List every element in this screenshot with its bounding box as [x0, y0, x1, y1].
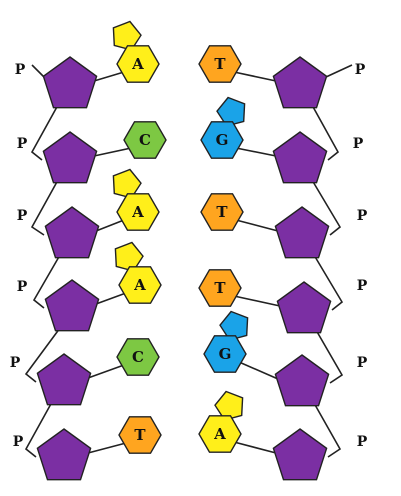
- left-base-label-6: T: [134, 426, 146, 444]
- sugar-base-link: [95, 219, 125, 232]
- guanine-pentagon-ring: [216, 96, 246, 127]
- sugar-base-link: [235, 219, 279, 232]
- right-base-label-1: T: [214, 55, 226, 73]
- left-sugar-pentagon: [44, 279, 100, 332]
- left-base-label-2: C: [139, 131, 151, 149]
- right-base-label-6: A: [213, 425, 226, 443]
- right-sugar-pentagon: [272, 428, 328, 481]
- thymine-hexagon: [198, 45, 242, 83]
- right-phosphate-label: P: [357, 355, 368, 371]
- guanine-pentagon-ring: [219, 310, 249, 341]
- right-base-label-5: G: [219, 345, 232, 363]
- adenine-pentagon-ring: [114, 241, 144, 272]
- adenine-hexagon: [198, 415, 242, 453]
- right-sugar-pentagon: [272, 131, 328, 184]
- left-sugar-pentagon: [44, 206, 100, 259]
- left-sugar-pentagon: [42, 131, 98, 184]
- left-phosphate-label: P: [17, 279, 28, 295]
- right-backbone-bond: [313, 254, 344, 311]
- left-backbone-bond: [30, 104, 59, 161]
- sugar-base-link: [93, 71, 125, 82]
- right-sugar-pentagon: [274, 354, 330, 407]
- left-base-label-1: A: [131, 55, 144, 73]
- left-phosphate-label: P: [13, 434, 24, 450]
- right-backbone-bond: [315, 329, 344, 384]
- adenine-pentagon-ring: [112, 168, 142, 199]
- right-phosphate-label: P: [355, 62, 366, 78]
- right-phosphate-label: P: [353, 136, 364, 152]
- sugar-base-link: [233, 441, 277, 454]
- left-sugar-pentagon: [36, 353, 92, 406]
- adenine-hexagon: [118, 266, 162, 304]
- right-sugar-pentagon: [274, 206, 330, 259]
- sugar-base-link: [95, 292, 127, 305]
- cytosine-hexagon: [116, 338, 160, 376]
- right-backbone-bond: [311, 104, 340, 161]
- left-phosphate-label: P: [10, 355, 21, 371]
- labels: A T P P C G P P A T P P A T P P C G P P T A P P: [10, 55, 368, 450]
- nucleotides: [36, 20, 332, 481]
- backbone-bonds: [24, 64, 353, 458]
- left-phosphate-label: P: [15, 62, 26, 78]
- left-top-stub: [31, 64, 45, 78]
- left-sugar-pentagon: [42, 56, 98, 109]
- guanine-hexagon: [203, 335, 247, 373]
- thymine-hexagon: [198, 269, 242, 307]
- sugar-base-link: [93, 147, 132, 157]
- left-backbone-bond: [24, 401, 53, 458]
- left-sugar-pentagon: [36, 428, 92, 481]
- left-base-label-3: A: [131, 203, 144, 221]
- sugar-base-link: [238, 361, 279, 380]
- right-phosphate-label: P: [357, 208, 368, 224]
- left-base-label-4: A: [133, 276, 146, 294]
- adenine-hexagon: [116, 193, 160, 231]
- right-base-label-2: G: [216, 131, 229, 149]
- right-backbone-bond: [313, 402, 342, 458]
- right-base-label-4: T: [214, 279, 226, 297]
- right-sugar-pentagon: [276, 281, 332, 334]
- sugar-base-link: [233, 295, 281, 307]
- adenine-hexagon: [116, 45, 160, 83]
- right-base-label-3: T: [216, 203, 228, 221]
- thymine-hexagon: [118, 416, 162, 454]
- adenine-pentagon-ring: [214, 390, 244, 421]
- adenine-pentagon-ring: [112, 20, 142, 51]
- right-backbone-bond: [311, 179, 342, 236]
- left-backbone-bond: [24, 327, 61, 383]
- sugar-base-link: [235, 147, 277, 157]
- right-phosphate-label: P: [357, 434, 368, 450]
- thymine-hexagon: [200, 193, 244, 231]
- sugar-base-link: [233, 71, 277, 82]
- right-sugar-pentagon: [272, 56, 328, 109]
- sugar-base-link: [87, 442, 127, 454]
- guanine-hexagon: [200, 121, 244, 159]
- right-phosphate-label: P: [357, 278, 368, 294]
- cytosine-hexagon: [123, 121, 167, 159]
- left-backbone-bond: [30, 179, 59, 236]
- left-backbone-bond: [32, 254, 61, 309]
- left-base-label-5: C: [132, 348, 144, 366]
- right-top-stub: [325, 64, 353, 78]
- left-phosphate-label: P: [17, 136, 28, 152]
- sugar-base-link: [87, 364, 125, 379]
- left-phosphate-label: P: [17, 208, 28, 224]
